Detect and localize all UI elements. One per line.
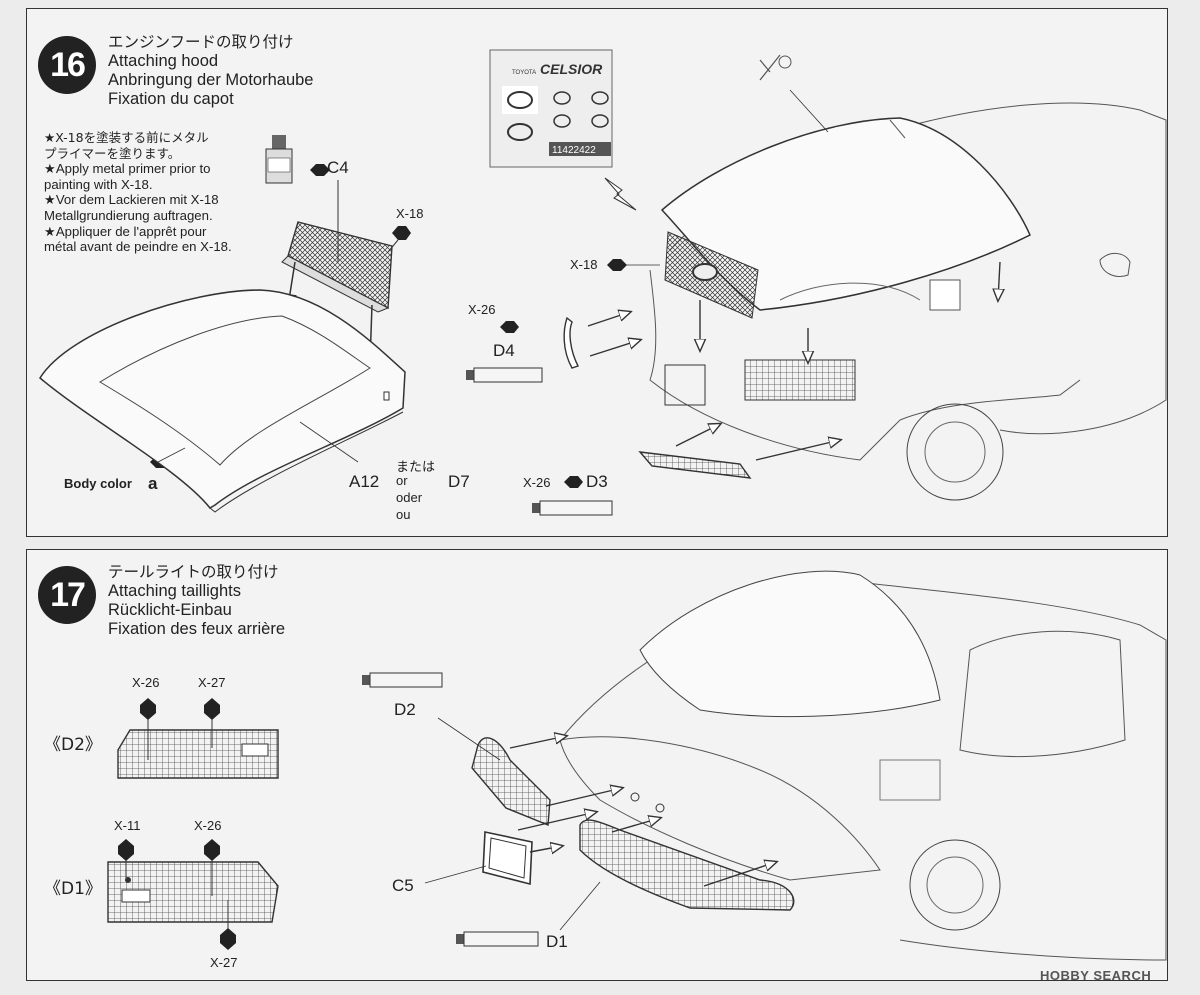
step-16-title-fr: Fixation du capot: [108, 90, 234, 108]
step-16-title-jp: エンジンフードの取り付け: [108, 33, 294, 51]
step-16-title-en: Attaching hood: [108, 52, 219, 70]
label-d7: D7: [448, 472, 470, 491]
taillight-d1-detail: [107, 850, 279, 930]
label-d2-x26: X-26: [132, 675, 160, 690]
note-en-2: painting with X-18.: [44, 176, 153, 192]
label-x26-d4: X-26: [468, 302, 496, 317]
step-16-badge: 16: [38, 36, 96, 94]
label-d1-x26: X-26: [194, 818, 222, 833]
label-c5: C5: [392, 876, 414, 895]
label-d1: D1: [546, 932, 568, 951]
decal-sheet: [489, 49, 613, 168]
step-16-titles: エンジンフードの取り付け Attaching hood Anbringung d…: [108, 33, 313, 109]
metal-primer-bottle-icon: [265, 135, 293, 184]
taillight-d2-detail: [117, 710, 279, 779]
license-plate-c5: [482, 831, 533, 886]
fog-lamp-d3: [638, 451, 752, 479]
label-or-en: or: [396, 473, 408, 488]
cement-tube-icon: [362, 672, 539, 947]
step-17-title-de: Rücklicht-Einbau: [108, 601, 232, 619]
step-17-badge: 17: [38, 566, 96, 624]
car-rear-illustration: [559, 570, 1167, 961]
step-16-title-de: Anbringung der Motorhaube: [108, 71, 314, 89]
note-en-1: ★Apply metal primer prior to: [44, 161, 211, 177]
taillight-d2-part: [471, 737, 551, 827]
label-or-jp: または: [396, 460, 436, 475]
side-marker-d4: [563, 316, 579, 369]
note-jp-2: プライマーを塗ります。: [44, 145, 181, 161]
watermark: HOBBY SEARCH: [1040, 968, 1152, 983]
label-body-color-code: a: [148, 474, 158, 493]
hood-a12: [39, 289, 406, 513]
label-x18-grille: X-18: [396, 206, 424, 221]
grille-c4: [281, 180, 399, 313]
label-d3: D3: [586, 472, 608, 491]
note-jp-1: ★X-18を塗装する前にメタル: [44, 130, 209, 145]
cement-tube-icon: [466, 367, 613, 516]
label-x26-d3: X-26: [523, 475, 551, 490]
label-body-color: Body color: [64, 476, 132, 491]
step-17-title-en: Attaching taillights: [108, 582, 241, 600]
label-c4: C4: [327, 158, 349, 177]
label-d2-part: 《D2》: [44, 735, 102, 755]
taillight-d1-part: [579, 819, 795, 911]
note-fr-1: ★Appliquer de l'apprêt pour: [44, 223, 207, 239]
lightning-icon: [604, 177, 637, 211]
label-d2: D2: [394, 700, 416, 719]
decal-brand: TOYOTA: [512, 70, 536, 76]
label-or-fr: ou: [396, 507, 411, 522]
note-de-1: ★Vor dem Lackieren mit X-18: [44, 192, 219, 208]
label-d4: D4: [493, 341, 515, 360]
label-d1-x11: X-11: [114, 818, 141, 833]
label-or-de: oder: [396, 490, 423, 505]
step-17-title-jp: テールライトの取り付け: [108, 563, 279, 581]
label-a12: A12: [349, 472, 380, 491]
step-17-titles: テールライトの取り付け Attaching taillights Rücklic…: [108, 563, 285, 639]
primer-note: ★X-18を塗装する前にメタル プライマーを塗ります。 ★Apply metal…: [44, 130, 259, 255]
hex-paint-icon: [118, 698, 236, 950]
step-17-title-fr: Fixation des feux arrière: [108, 620, 285, 638]
label-d2-x27: X-27: [198, 675, 226, 690]
hex-paint-icon: [150, 164, 627, 488]
decal-number: 11422422: [552, 145, 596, 156]
car-front-illustration: [649, 54, 1167, 501]
label-x18-car: X-18: [570, 257, 598, 272]
decal-model: CELSIOR: [540, 61, 603, 77]
label-d1-part: 《D1》: [44, 879, 102, 899]
label-d1-x27: X-27: [210, 955, 238, 970]
note-de-2: Metallgrundierung auftragen.: [44, 207, 213, 223]
note-fr-2: métal avant de peindre en X-18.: [44, 239, 232, 255]
